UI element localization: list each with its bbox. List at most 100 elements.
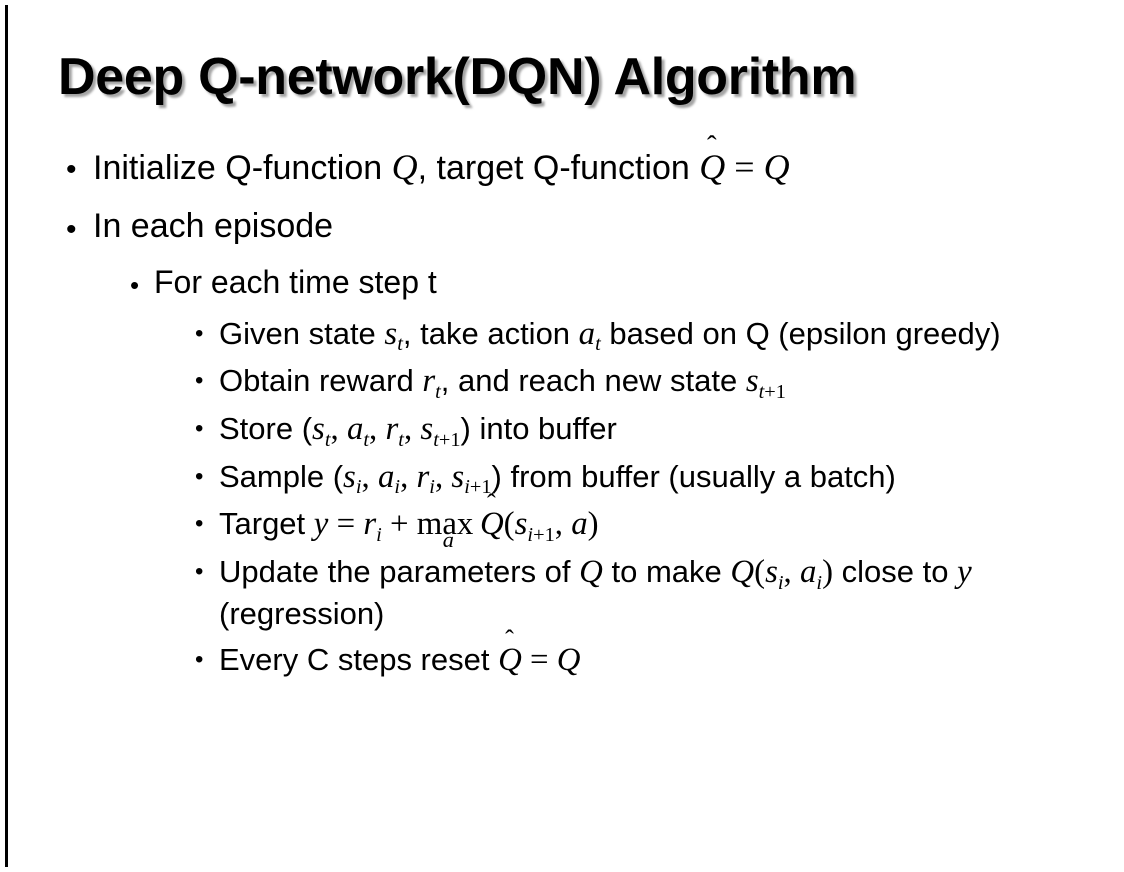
math-symbol: Q (730, 554, 755, 591)
bullet-item-obtain-reward-reach-new-state: • Obtain reward rt, and reach new state s… (0, 360, 1124, 403)
math-symbol: y (313, 506, 329, 543)
bullet-item-initialize-q-function: •Initialize Q-function Q, target Q-funct… (0, 129, 1124, 191)
math-symbol: Q (391, 147, 418, 187)
math-operator: ) (587, 506, 599, 543)
bullet-item-in-each-episode: • In each episode (0, 205, 1124, 248)
math-subscripted-symbol: si (343, 458, 362, 499)
text-run: Given state (219, 315, 385, 351)
circumflex-icon: ˆ (706, 129, 717, 162)
math-operator: , (330, 410, 347, 447)
bullet-point-icon: • (130, 269, 140, 300)
bullet-item-label: Obtain reward rt, and reach new state st… (219, 360, 1124, 403)
math-symbol: Q (763, 147, 790, 187)
math-operator: , (369, 410, 386, 447)
text-run: , and reach new state (440, 363, 746, 399)
text-run: (regression) (219, 595, 385, 631)
bullet-item-label: Store (st, at, rt, st+1) into buffer (219, 408, 1124, 451)
bullet-item-label: Sample (si, ai, ri, si+1) from buffer (u… (219, 456, 1124, 499)
text-run: Every C steps reset (219, 642, 499, 678)
text-run: , target Q-function (417, 149, 700, 187)
math-subscripted-symbol: ai (799, 554, 823, 594)
bullet-point-icon: • (195, 414, 204, 442)
math-subscripted-symbol: rt (385, 410, 404, 451)
math-operator: = (521, 642, 557, 679)
math-operator: ( (754, 554, 766, 591)
bullet-item-store-into-buffer: • Store (st, at, rt, st+1) into buffer (0, 408, 1124, 451)
math-subscripted-symbol: si+1 (514, 506, 555, 547)
text-run: ) from buffer (usually a batch) (491, 458, 896, 494)
bullet-point-icon: • (195, 367, 204, 395)
bullet-item-label: Initialize Q-function Q, target Q-functi… (93, 129, 1124, 191)
bullet-point-icon: • (66, 153, 77, 186)
math-operator: , (403, 410, 421, 447)
circumflex-icon: ˆ (505, 625, 514, 654)
math-subscripted-symbol: ai (377, 458, 401, 499)
math-subscripted-symbol: st (384, 315, 403, 356)
math-operator: , (554, 506, 572, 543)
math-max-limit: a (442, 526, 454, 552)
bullet-item-label: Given state st, take action at based on … (219, 313, 1124, 356)
bullet-item-sample-from-buffer: • Sample (si, ai, ri, si+1) from buffer (… (0, 456, 1124, 499)
math-subscripted-symbol: ri (416, 458, 435, 499)
math-subscripted-symbol: si+1 (451, 458, 492, 499)
text-run: based on Q (epsilon greedy) (600, 315, 1001, 351)
math-subscripted-symbol: si (765, 554, 784, 594)
text-run: Target (219, 506, 314, 542)
math-subscripted-symbol: rt (422, 363, 441, 403)
bullet-point-icon: • (195, 646, 204, 674)
math-symbol: Q (579, 554, 603, 591)
bullet-item-given-state-take-action: • Given state st, take action at based on… (0, 313, 1124, 356)
text-run: Store ( (219, 410, 313, 446)
text-run: , take action (402, 315, 579, 351)
bullet-list: •Initialize Q-function Q, target Q-funct… (0, 129, 1124, 687)
math-operator: = (725, 147, 764, 187)
circumflex-icon: ˆ (486, 489, 496, 519)
text-run: to make (602, 554, 731, 590)
math-operator: , (400, 458, 417, 495)
math-operator: ) (822, 554, 834, 591)
bullet-item-label: Update the parameters of Q to make Q(si,… (219, 551, 1124, 634)
bullet-point-icon: • (195, 319, 204, 347)
text-run: Sample ( (219, 458, 344, 494)
math-operator: , (783, 554, 800, 591)
math-subscripted-symbol: st+1 (420, 410, 461, 451)
math-operator: , (361, 458, 378, 495)
bullet-point-icon: • (195, 510, 204, 538)
math-operator: ( (503, 506, 515, 543)
math-symbol: a (571, 506, 588, 543)
math-operator: , (434, 458, 452, 495)
text-run: ) into buffer (460, 410, 617, 446)
text-run: For each time step t (154, 263, 437, 300)
bullet-point-icon: • (66, 212, 77, 246)
bullet-item-for-each-time-step: • For each time step t (0, 262, 1124, 303)
math-subscripted-symbol: at (346, 410, 370, 451)
page-title: Deep Q-network(DQN) Algorithm (58, 48, 857, 106)
slide-left-border (5, 5, 8, 867)
bullet-point-icon: • (195, 558, 204, 586)
text-run: Obtain reward (219, 363, 423, 399)
math-max-operator: max a (416, 506, 480, 552)
text-run: close to (833, 554, 958, 590)
math-symbol: y (957, 554, 972, 591)
math-subscripted-symbol: st (312, 410, 331, 451)
bullet-item-update-parameters-regression: •Update the parameters of Q to make Q(si… (0, 551, 1124, 634)
text-run: Initialize Q-function (93, 149, 392, 187)
text-run: In each episode (93, 206, 334, 245)
math-subscripted-symbol: at (578, 315, 601, 356)
math-subscripted-symbol: st+1 (745, 363, 786, 403)
bullet-item-label: In each episode (93, 205, 1124, 248)
math-symbol: Q (556, 642, 581, 679)
bullet-item-label: For each time step t (154, 262, 1124, 303)
math-subscripted-symbol: ri (363, 506, 382, 547)
text-run: Update the parameters of (219, 554, 580, 590)
bullet-point-icon: • (195, 462, 204, 490)
math-operator: + (381, 506, 417, 543)
